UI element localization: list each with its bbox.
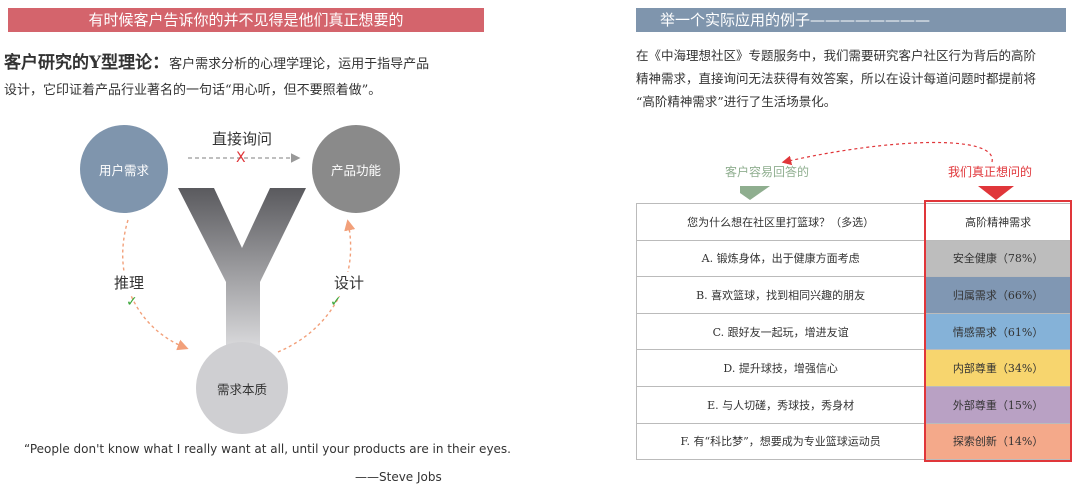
- right-banner: 举一个实际应用的例子————————: [636, 8, 1066, 32]
- case-description: 在《中海理想社区》专题服务中，我们需要研究客户社区行为背后的高阶 精神需求，直接…: [636, 44, 1072, 113]
- intro-text-2: 设计，它印证着产品行业著名的一句话“用心听，但不要照着做”。: [4, 83, 382, 98]
- big-y-shape: [178, 188, 306, 358]
- row-answer: 归属需求（66%）: [924, 276, 1072, 314]
- row-question: B. 喜欢篮球，找到相同兴趣的朋友: [635, 276, 926, 314]
- row-question: E. 与人切磋，秀球技，秀身材: [635, 385, 926, 424]
- design-arrow: [277, 219, 356, 353]
- table-header-row: 您为什么想在社区里打篮球？（多选） 高阶精神需求: [635, 203, 1072, 241]
- row-question: A. 锻炼身体，出于健康方面考虑: [635, 239, 926, 278]
- header-answer: 高阶精神需求: [924, 203, 1072, 241]
- quote-attribution: ——Steve Jobs: [355, 470, 442, 484]
- y-diagram: [122, 153, 356, 358]
- survey-table: 您为什么想在社区里打篮球？（多选） 高阶精神需求 A. 锻炼身体，出于健康方面考…: [635, 203, 1072, 461]
- row-answer: 安全健康（78%）: [924, 239, 1072, 278]
- label-real-question: 我们真正想问的: [948, 165, 1033, 179]
- row-answer: 探索创新（14%）: [924, 422, 1072, 461]
- row-question: C. 跟好友一起玩，增进友谊: [635, 312, 926, 351]
- curved-red-arrow: [781, 141, 993, 166]
- table-row: E. 与人切磋，秀球技，秀身材 外部尊重（15%）: [635, 385, 1072, 424]
- node-user-needs: 用户需求: [80, 125, 168, 213]
- label-design: 设计: [306, 272, 392, 296]
- case-description-line-1: 在《中海理想社区》专题服务中，我们需要研究客户社区行为背后的高阶: [636, 48, 1037, 63]
- node-need-essence: 需求本质: [196, 342, 288, 434]
- reason-check-icon: ✓: [126, 294, 138, 310]
- label-easy-answer: 客户容易回答的: [725, 165, 810, 179]
- label-direct-ask: 直接询问: [212, 130, 273, 148]
- row-answer: 外部尊重（15%）: [924, 385, 1072, 424]
- jobs-quote: “People don't know what I really want at…: [24, 442, 511, 456]
- row-answer: 内部尊重（34%）: [924, 349, 1072, 387]
- intro-text-1: 客户需求分析的心理学理论，运用于指导产品: [169, 57, 430, 72]
- design-check-icon: ✓: [330, 294, 342, 310]
- case-description-line-3: “高阶精神需求”进行了生活场景化。: [636, 94, 837, 109]
- header-question: 您为什么想在社区里打篮球？（多选）: [635, 203, 926, 241]
- y-theory-intro: 客户研究的Y型理论：客户需求分析的心理学理论，运用于指导产品 设计，它印证着产品…: [4, 50, 494, 104]
- label-reasoning: 推理: [86, 272, 172, 296]
- row-question: F. 有“科比梦”，想要成为专业篮球运动员: [635, 422, 926, 461]
- case-description-line-2: 精神需求，直接询问无法获得有效答案，所以在设计每道问题时都提前将: [636, 71, 1037, 86]
- intro-title: 客户研究的Y型理论：: [4, 53, 170, 73]
- easy-triangle-icon: [740, 186, 770, 200]
- table-row: D. 提升球技，增强信心 内部尊重（34%）: [635, 349, 1072, 387]
- left-banner: 有时候客户告诉你的并不见得是他们真正想要的: [8, 8, 484, 32]
- node-product-features: 产品功能: [312, 125, 400, 213]
- table-row: C. 跟好友一起玩，增进友谊 情感需求（61%）: [635, 312, 1072, 351]
- table-row: F. 有“科比梦”，想要成为专业篮球运动员 探索创新（14%）: [635, 422, 1072, 461]
- real-triangle-icon: [978, 186, 1014, 200]
- table-row: B. 喜欢篮球，找到相同兴趣的朋友 归属需求（66%）: [635, 276, 1072, 314]
- pointer-arrows: [740, 141, 1014, 200]
- row-question: D. 提升球技，增强信心: [635, 349, 926, 387]
- row-answer: 情感需求（61%）: [924, 312, 1072, 351]
- table-row: A. 锻炼身体，出于健康方面考虑 安全健康（78%）: [635, 239, 1072, 278]
- x-mark-icon: X: [236, 150, 246, 166]
